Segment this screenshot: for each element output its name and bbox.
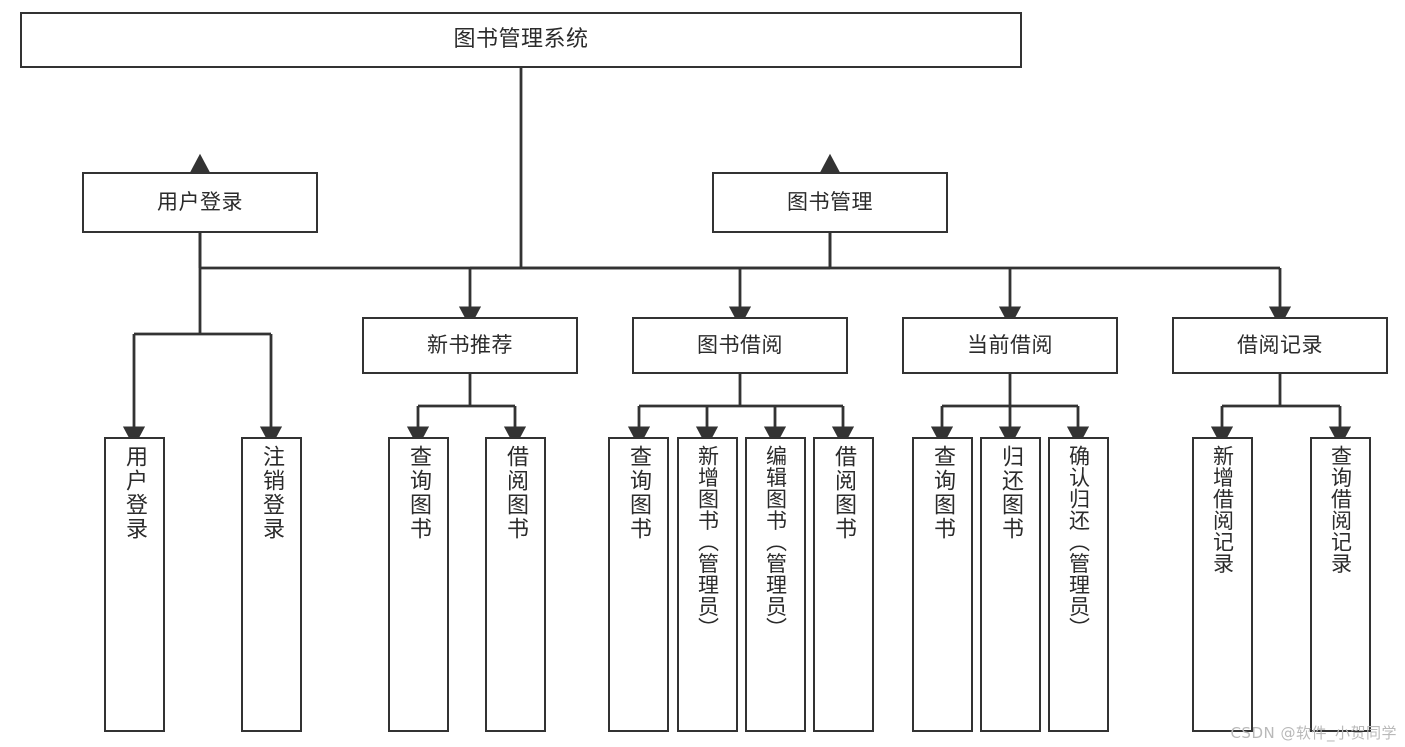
leaf-return-book[interactable]: 归还图书 (980, 437, 1041, 732)
node-label: 图书借阅 (697, 333, 783, 358)
leaf-borrow-query-book[interactable]: 查询图书 (608, 437, 669, 732)
node-label: 用户登录 (122, 445, 148, 541)
node-label: 当前借阅 (967, 333, 1053, 358)
leaf-edit-book-admin[interactable]: 编辑图书（管理员） (745, 437, 806, 732)
leaf-logout[interactable]: 注销登录 (241, 437, 302, 732)
node-root-system[interactable]: 图书管理系统 (20, 12, 1022, 68)
node-label: 借阅图书 (503, 445, 529, 541)
node-borrow-record[interactable]: 借阅记录 (1172, 317, 1388, 374)
node-current-borrow[interactable]: 当前借阅 (902, 317, 1118, 374)
node-label: 查询图书 (626, 445, 652, 541)
node-label: 新增借阅记录 (1210, 445, 1235, 574)
node-book-borrow[interactable]: 图书借阅 (632, 317, 848, 374)
node-label: 新书推荐 (427, 333, 513, 358)
leaf-add-borrow-record[interactable]: 新增借阅记录 (1192, 437, 1253, 732)
node-label: 查询图书 (406, 445, 432, 541)
node-label: 图书管理系统 (453, 27, 589, 53)
node-label: 归还图书 (998, 445, 1024, 541)
node-label: 注销登录 (259, 445, 285, 541)
node-label: 图书管理 (787, 190, 873, 215)
leaf-new-book-query[interactable]: 查询图书 (388, 437, 449, 732)
node-label: 新增图书（管理员） (695, 445, 720, 639)
node-book-management[interactable]: 图书管理 (712, 172, 948, 233)
leaf-new-book-borrow[interactable]: 借阅图书 (485, 437, 546, 732)
node-label: 查询图书 (930, 445, 956, 541)
leaf-borrow-book[interactable]: 借阅图书 (813, 437, 874, 732)
leaf-query-borrow-record[interactable]: 查询借阅记录 (1310, 437, 1371, 732)
node-label: 用户登录 (157, 190, 243, 215)
node-label: 确认归还（管理员） (1066, 445, 1091, 639)
leaf-confirm-return-admin[interactable]: 确认归还（管理员） (1048, 437, 1109, 732)
node-label: 借阅记录 (1237, 333, 1323, 358)
leaf-add-book-admin[interactable]: 新增图书（管理员） (677, 437, 738, 732)
node-new-book-recommend[interactable]: 新书推荐 (362, 317, 578, 374)
leaf-user-login[interactable]: 用户登录 (104, 437, 165, 732)
node-user-login[interactable]: 用户登录 (82, 172, 318, 233)
node-label: 借阅图书 (831, 445, 857, 541)
node-label: 查询借阅记录 (1328, 445, 1353, 574)
watermark-csdn: CSDN @软件_小贺同学 (1230, 724, 1397, 742)
node-label: 编辑图书（管理员） (763, 445, 788, 639)
leaf-current-query-book[interactable]: 查询图书 (912, 437, 973, 732)
